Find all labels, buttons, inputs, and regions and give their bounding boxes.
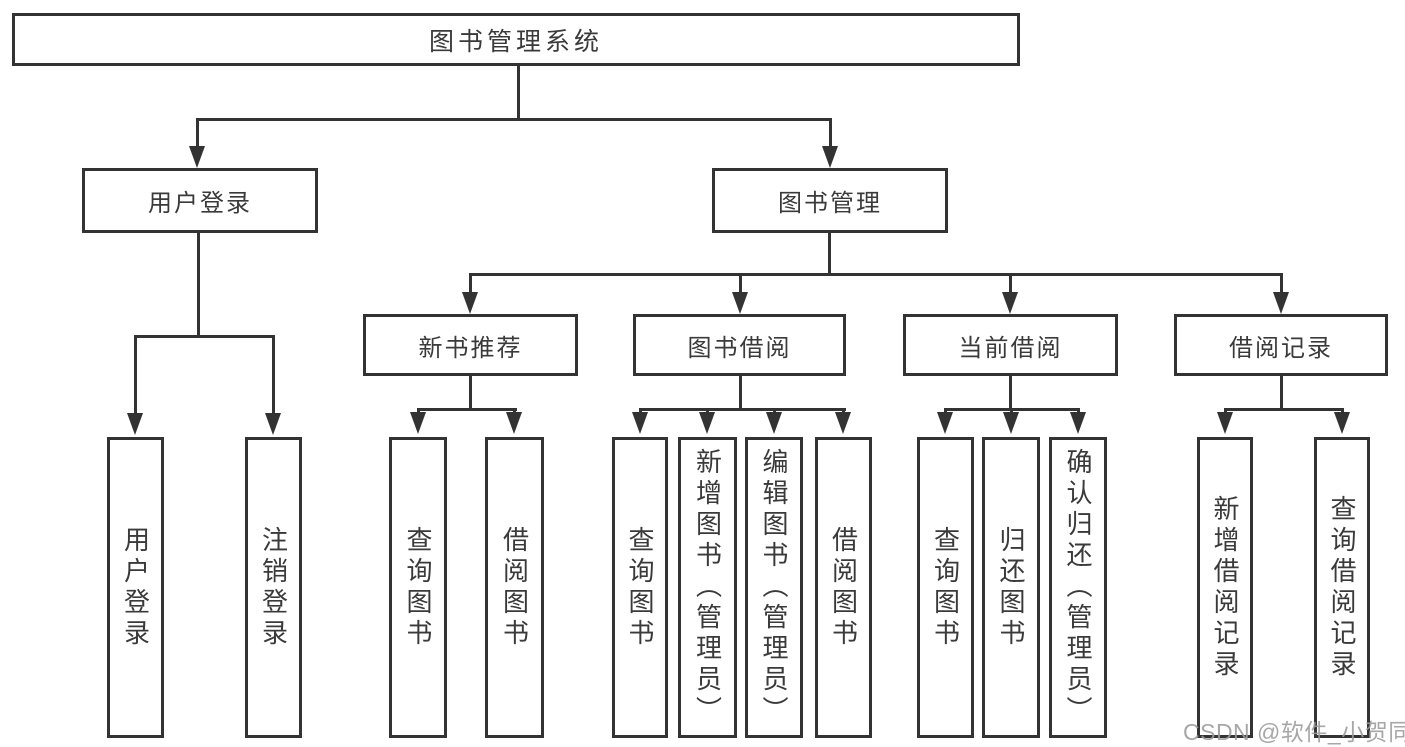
leaf-borrow-books: 借阅图书 <box>815 437 872 738</box>
connector-mgmt-drop-2 <box>739 273 742 295</box>
arrowhead-groupB-4 <box>835 412 851 434</box>
connector-mgmt-drop-4 <box>1280 273 1283 295</box>
connector-groupA-stem <box>469 376 472 410</box>
node-library-system: 图书管理系统 <box>12 13 1020 66</box>
connector-user-drop-left <box>134 335 137 413</box>
arrowhead-groupB-2 <box>699 412 715 434</box>
arrowhead-to-user-login <box>189 146 205 168</box>
connector-mgmt-bar <box>469 273 1283 276</box>
arrowhead-to-book-borrowing <box>732 292 748 314</box>
connector-root-drop-left <box>196 118 199 150</box>
connector-groupC-stem <box>1009 376 1012 410</box>
connector-mgmt-drop-1 <box>469 273 472 295</box>
arrowhead-groupB-1 <box>632 412 648 434</box>
connector-groupD-bar <box>1224 408 1344 411</box>
arrowhead-groupB-3 <box>766 412 782 434</box>
leaf-query-borrow-record: 查询借阅记录 <box>1314 437 1370 738</box>
arrowhead-to-leaf-user-login <box>127 413 143 435</box>
leaf-logout: 注销登录 <box>245 437 302 738</box>
connector-mgmt-stem <box>828 233 831 273</box>
arrowhead-to-leaf-logout <box>265 413 281 435</box>
arrowhead-groupD-1 <box>1217 412 1233 434</box>
connector-root-stem <box>517 66 520 118</box>
connector-groupA-bar <box>417 408 517 411</box>
leaf-add-books-admin: 新增图书（管理员） <box>678 437 737 738</box>
arrowhead-groupA-2 <box>506 412 522 434</box>
connector-root-drop-right <box>829 118 832 150</box>
arrowhead-groupA-1 <box>410 412 426 434</box>
connector-root-bar <box>196 118 832 121</box>
arrowhead-to-borrowing-records <box>1273 292 1289 314</box>
arrowhead-groupC-3 <box>1070 412 1086 434</box>
node-current-borrowing: 当前借阅 <box>903 314 1118 376</box>
leaf-user-login: 用户登录 <box>107 437 164 738</box>
node-user-login: 用户登录 <box>82 168 318 233</box>
leaf-edit-books-admin: 编辑图书（管理员） <box>745 437 803 738</box>
watermark: CSDN @软件_小贺同学 <box>1183 719 1405 745</box>
connector-user-stem <box>197 233 200 335</box>
arrowhead-groupC-2 <box>1003 412 1019 434</box>
connector-groupD-stem <box>1280 376 1283 410</box>
node-book-borrowing: 图书借阅 <box>633 314 846 376</box>
leaf-query-books-current: 查询图书 <box>917 437 974 738</box>
node-new-book-recommend: 新书推荐 <box>363 314 578 376</box>
connector-mgmt-drop-3 <box>1009 273 1012 295</box>
connector-user-drop-right <box>272 335 275 413</box>
arrowhead-groupD-2 <box>1334 412 1350 434</box>
arrowhead-groupC-1 <box>937 412 953 434</box>
arrowhead-to-book-management <box>822 146 838 168</box>
leaf-borrow-books-recommend: 借阅图书 <box>485 437 544 738</box>
connector-groupB-bar <box>639 408 846 411</box>
node-book-management: 图书管理 <box>712 168 948 233</box>
leaf-query-books-recommend: 查询图书 <box>389 437 447 738</box>
connector-user-bar <box>134 335 275 338</box>
leaf-add-borrow-record: 新增借阅记录 <box>1197 437 1253 738</box>
arrowhead-to-new-book-recommend <box>462 292 478 314</box>
leaf-query-books-borrowing: 查询图书 <box>612 437 668 738</box>
leaf-return-books: 归还图书 <box>982 437 1040 738</box>
arrowhead-to-current-borrowing <box>1002 292 1018 314</box>
node-borrowing-records: 借阅记录 <box>1174 314 1388 376</box>
connector-groupB-stem <box>739 376 742 410</box>
leaf-confirm-return-admin: 确认归还（管理员） <box>1049 437 1107 738</box>
